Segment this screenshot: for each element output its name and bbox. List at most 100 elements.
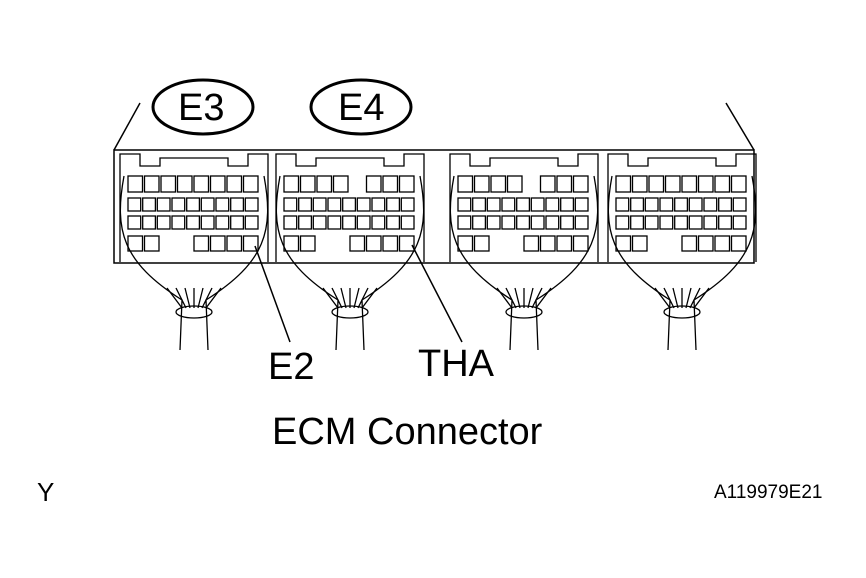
- connector-id-ellipses: [151, 78, 413, 136]
- terminal-cavity: [332, 175, 349, 193]
- harness-wire: [693, 287, 710, 309]
- terminal-cavity: [283, 175, 300, 193]
- terminal-cavity: [127, 197, 142, 212]
- terminal-cavity: [490, 175, 507, 193]
- terminal-cavity: [371, 197, 386, 212]
- harness-wire: [197, 287, 204, 309]
- terminal-cavity: [457, 235, 474, 252]
- terminal-cavity: [200, 215, 215, 230]
- terminal-cavity: [342, 197, 357, 212]
- terminal-cavity: [472, 197, 487, 212]
- terminal-cavity: [365, 235, 382, 252]
- terminal-cavity: [732, 197, 747, 212]
- terminal-cavity: [574, 215, 589, 230]
- terminal-cavity: [718, 197, 733, 212]
- terminal-cavity: [127, 235, 144, 252]
- terminal-cavity: [539, 235, 556, 252]
- harness-wire: [331, 287, 343, 309]
- harness-wire: [505, 287, 517, 309]
- terminal-cavity: [156, 215, 171, 230]
- harness-wire: [531, 287, 543, 309]
- harness-wire: [322, 287, 339, 309]
- connector-block-1: [119, 153, 269, 351]
- terminal-cavity: [714, 235, 731, 252]
- terminal-cavity: [615, 235, 632, 252]
- terminal-cavity: [398, 175, 415, 193]
- terminal-cavity: [398, 235, 415, 252]
- terminal-cavity: [688, 215, 703, 230]
- terminal-cavity: [244, 215, 259, 230]
- terminal-cavity: [209, 175, 226, 193]
- terminal-cavity: [644, 215, 659, 230]
- terminal-cavity: [215, 215, 230, 230]
- terminal-cavity: [506, 175, 523, 193]
- diagram-title: ECM Connector: [272, 411, 543, 453]
- terminal-cavity: [356, 197, 371, 212]
- harness-wire: [166, 287, 183, 309]
- terminal-cavity: [176, 175, 193, 193]
- terminal-cavity: [244, 197, 259, 212]
- harness-wire: [496, 287, 513, 309]
- harness-wire: [340, 287, 347, 309]
- terminal-cavity: [530, 197, 545, 212]
- terminal-cavity: [298, 215, 313, 230]
- terminal-cavity: [457, 197, 472, 212]
- ellipse-e4: [309, 78, 413, 136]
- terminal-cavity: [545, 215, 560, 230]
- terminal-cavity: [193, 235, 210, 252]
- connector-blocks: [119, 153, 757, 351]
- harness-wire: [663, 287, 675, 309]
- harness-right: [361, 175, 425, 351]
- harness-wire: [361, 287, 378, 309]
- block-frame: [119, 153, 269, 262]
- terminal-cavity: [631, 235, 648, 252]
- terminal-cavity: [714, 175, 731, 193]
- terminal-cavity: [674, 215, 689, 230]
- block-frame: [607, 153, 757, 262]
- harness-wire: [672, 287, 679, 309]
- terminal-cavity: [226, 235, 243, 252]
- terminal-cavity: [193, 175, 210, 193]
- corner-mark: Y: [37, 477, 55, 507]
- terminal-cavity: [386, 197, 401, 212]
- harness-wire: [535, 287, 552, 309]
- terminal-cavity: [299, 175, 316, 193]
- terminal-cavity: [356, 215, 371, 230]
- terminal-cavity: [142, 215, 157, 230]
- harness-wire: [514, 287, 521, 309]
- terminal-cavity: [299, 235, 316, 252]
- terminal-cavity: [143, 175, 160, 193]
- harness-wire: [685, 287, 692, 309]
- terminal-cavity: [545, 197, 560, 212]
- terminal-cavity: [386, 215, 401, 230]
- harness-right: [535, 175, 599, 351]
- harness-right: [693, 175, 757, 351]
- terminal-cavity: [615, 215, 630, 230]
- terminal-cavity: [732, 215, 747, 230]
- terminal-cavity: [539, 175, 556, 193]
- terminal-cavity: [160, 175, 177, 193]
- terminal-cavity: [516, 197, 531, 212]
- terminal-cavity: [664, 175, 681, 193]
- terminal-cavity: [186, 215, 201, 230]
- terminal-cavity: [316, 175, 333, 193]
- terminal-cavity: [556, 175, 573, 193]
- terminal-cavity: [486, 215, 501, 230]
- terminal-cavity: [400, 215, 415, 230]
- terminal-cavity: [681, 175, 698, 193]
- connector-block-3: [449, 153, 599, 351]
- terminal-cavity: [473, 175, 490, 193]
- terminal-cavity: [242, 235, 259, 252]
- terminal-label-e2: E2: [268, 346, 315, 388]
- terminal-cavity: [703, 197, 718, 212]
- harness-wire: [527, 287, 534, 309]
- terminal-cavity: [230, 197, 245, 212]
- harness-right: [205, 175, 269, 351]
- terminal-cavity: [200, 197, 215, 212]
- terminal-cavity: [648, 175, 665, 193]
- terminal-cavity: [523, 235, 540, 252]
- harness-left: [607, 175, 671, 351]
- terminal-cavity: [171, 215, 186, 230]
- terminal-cavity: [674, 197, 689, 212]
